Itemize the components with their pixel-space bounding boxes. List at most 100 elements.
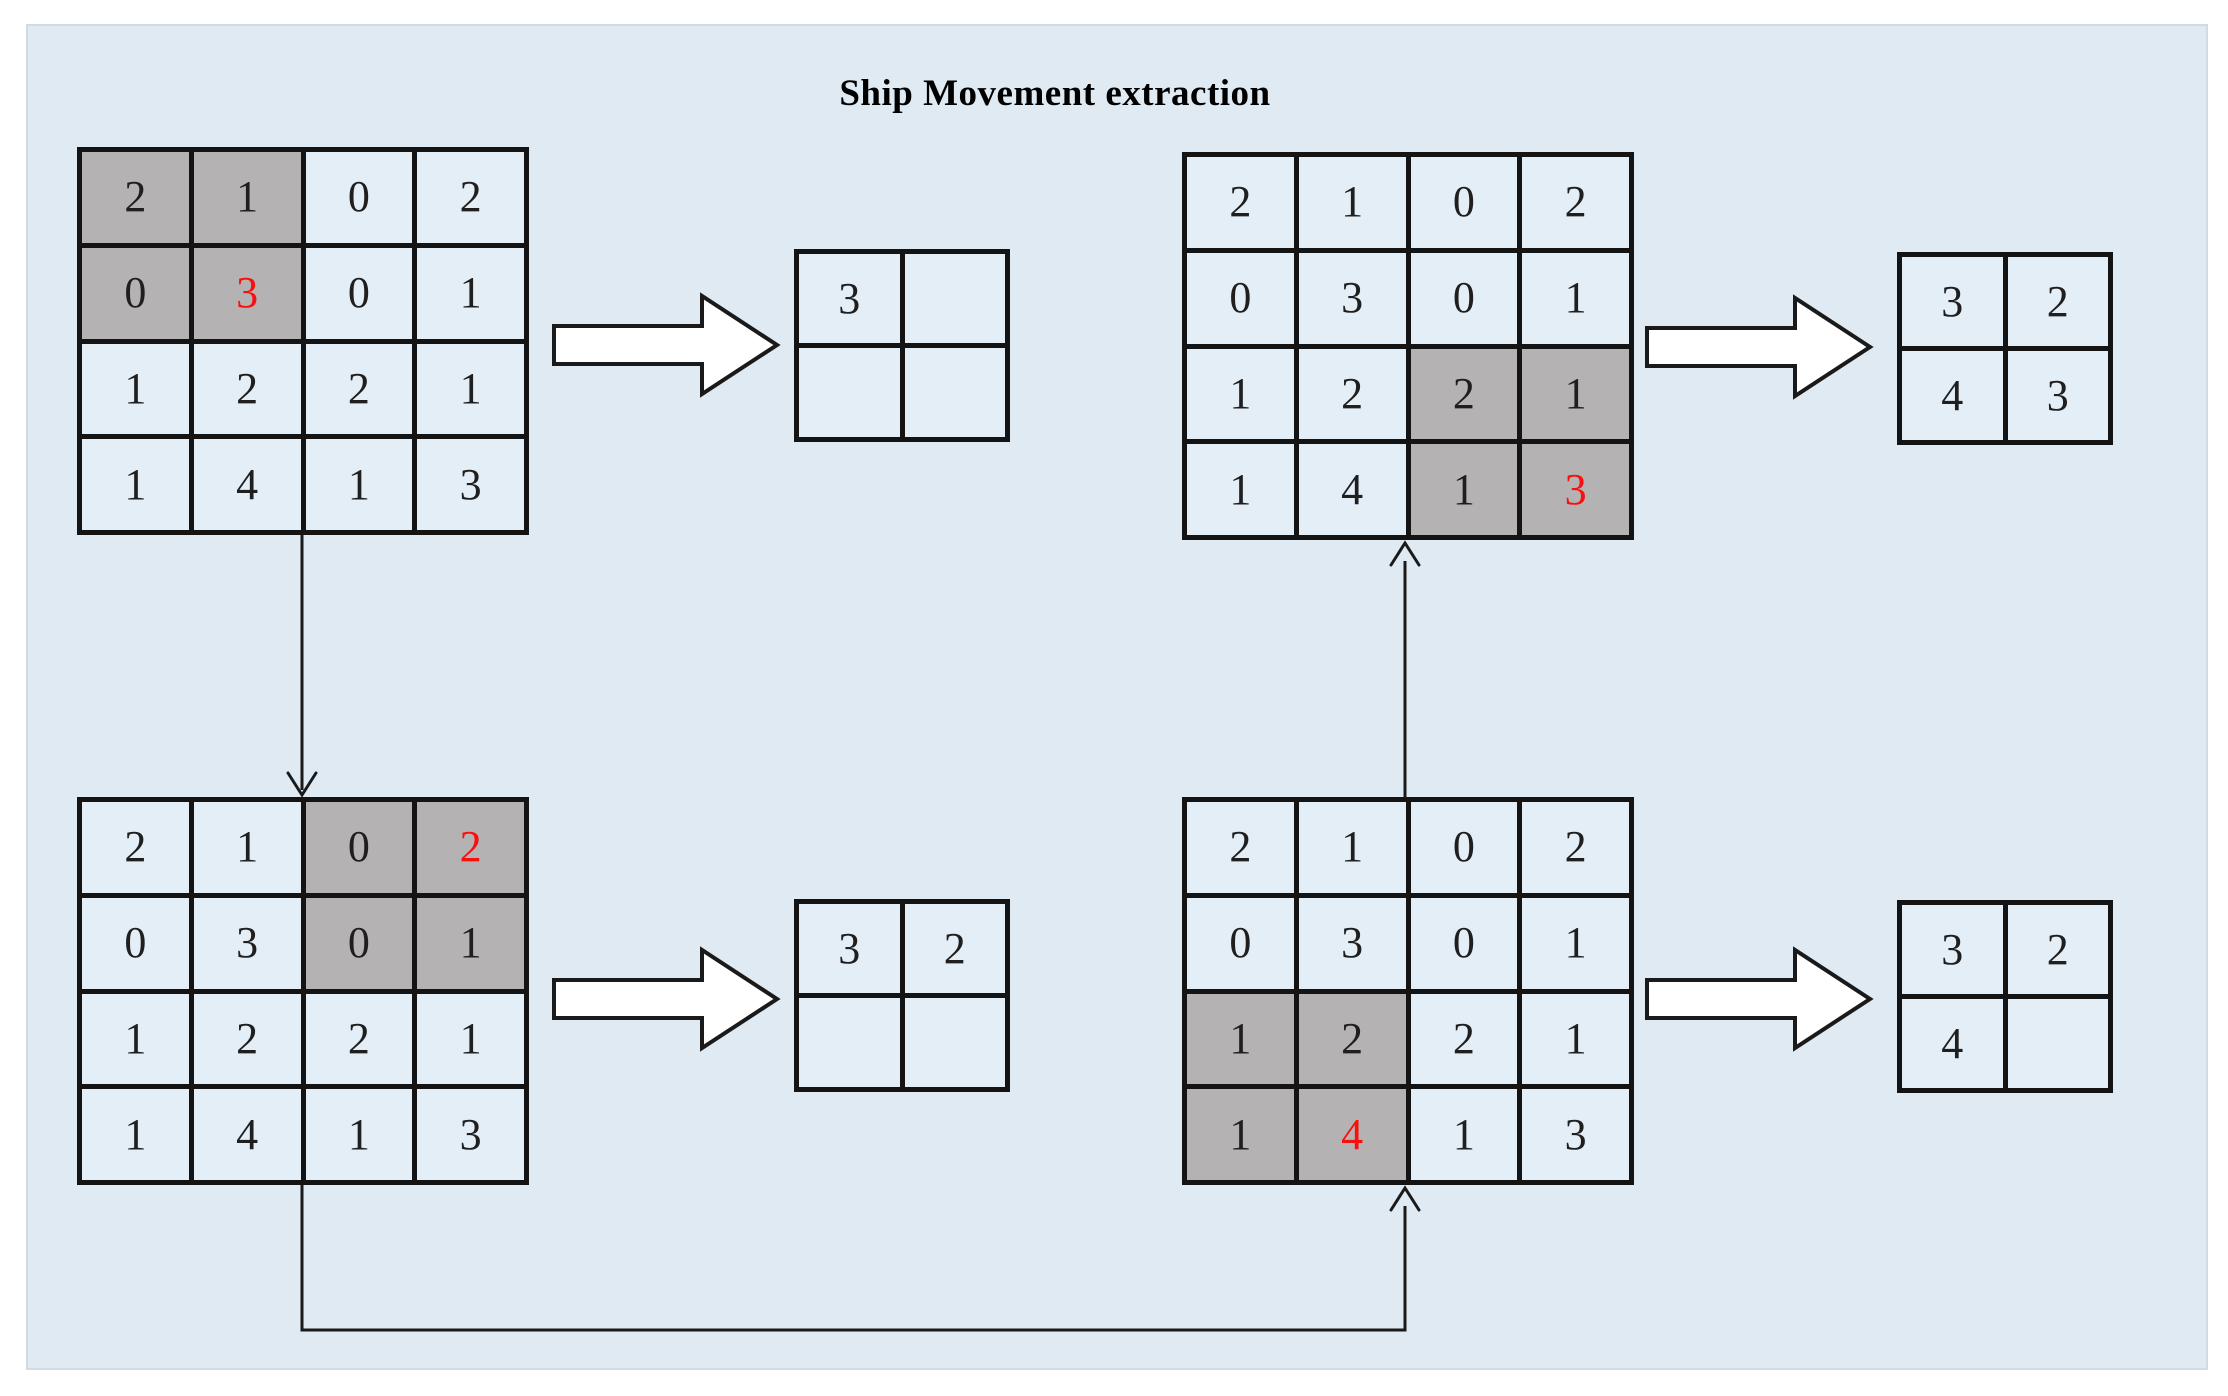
grid-cell: 2 <box>82 802 189 893</box>
grid-cell: 0 <box>305 152 413 243</box>
grid-cell: 2 <box>305 343 413 435</box>
grid-cell: 1 <box>1522 252 1629 344</box>
grid-cell: 1 <box>1187 348 1294 440</box>
arrow-down-icon <box>286 771 318 798</box>
grid-cell: 1 <box>417 993 524 1085</box>
grid-cell: 2 <box>1410 348 1518 440</box>
grid-cell: 0 <box>82 897 189 989</box>
arrow-up-icon <box>1389 1185 1421 1212</box>
grid-cell: 2 <box>904 904 1005 993</box>
matrix-top-left-output: 3 <box>794 249 1010 442</box>
grid-cell: 0 <box>305 247 413 339</box>
grid-cell: 3 <box>417 1089 524 1180</box>
arrow-up-icon <box>1389 540 1421 567</box>
grid-cell: 4 <box>1298 1089 1406 1180</box>
grid-cell: 2 <box>417 802 524 893</box>
grid-cell: 3 <box>1298 897 1406 989</box>
grid-cell: 0 <box>1410 157 1518 248</box>
grid-cell: 3 <box>1902 257 2003 346</box>
grid-cell: 3 <box>799 254 900 343</box>
grid-cell: 2 <box>193 343 301 435</box>
grid-cell: 2 <box>1298 348 1406 440</box>
grid-cell: 1 <box>1522 993 1629 1085</box>
grid-cell: 0 <box>305 897 413 989</box>
grid-cell: 0 <box>305 802 413 893</box>
grid-cell: 2 <box>1187 802 1294 893</box>
grid-cell: 0 <box>1410 897 1518 989</box>
grid-cell: 1 <box>1298 157 1406 248</box>
grid-cell: 2 <box>417 152 524 243</box>
grid-cell: 3 <box>2007 351 2108 440</box>
grid-cell: 3 <box>417 439 524 530</box>
grid-cell <box>799 348 900 437</box>
grid-cell: 1 <box>1522 897 1629 989</box>
grid-cell: 2 <box>1522 157 1629 248</box>
grid-cell: 1 <box>82 993 189 1085</box>
grid-cell: 0 <box>1187 897 1294 989</box>
grid-cell: 3 <box>193 897 301 989</box>
grid-cell: 1 <box>82 439 189 530</box>
grid-cell: 3 <box>1298 252 1406 344</box>
grid-cell: 1 <box>82 343 189 435</box>
diagram-title: Ship Movement extraction <box>839 73 1271 114</box>
grid-cell: 1 <box>417 897 524 989</box>
grid-cell: 1 <box>1522 348 1629 440</box>
grid-cell: 3 <box>1522 1089 1629 1180</box>
grid-cell: 2 <box>1187 157 1294 248</box>
grid-cell: 1 <box>193 152 301 243</box>
grid-cell: 2 <box>1410 993 1518 1085</box>
grid-cell: 1 <box>1410 444 1518 535</box>
grid-cell <box>904 348 1005 437</box>
grid-cell: 1 <box>417 247 524 339</box>
grid-cell: 2 <box>305 993 413 1085</box>
grid-cell: 4 <box>193 439 301 530</box>
connector-bottomright-to-topright <box>1389 540 1421 797</box>
grid-cell <box>799 998 900 1087</box>
grid-cell: 1 <box>1187 1089 1294 1180</box>
arrow-right-icon <box>552 946 781 1052</box>
arrow-right-icon <box>552 292 781 398</box>
grid-cell: 0 <box>1410 252 1518 344</box>
grid-cell: 1 <box>305 439 413 530</box>
grid-cell: 2 <box>1522 802 1629 893</box>
grid-cell: 1 <box>193 802 301 893</box>
connector-bottomleft-to-bottomright <box>300 1185 1421 1332</box>
grid-cell: 1 <box>1187 444 1294 535</box>
grid-cell: 2 <box>1298 993 1406 1085</box>
grid-cell: 3 <box>1522 444 1629 535</box>
grid-cell: 2 <box>2007 257 2108 346</box>
connector-topleft-to-bottomleft <box>286 535 318 798</box>
grid-cell: 3 <box>799 904 900 993</box>
arrow-right-icon <box>1645 946 1874 1052</box>
grid-cell <box>904 254 1005 343</box>
grid-cell: 0 <box>82 247 189 339</box>
grid-cell: 4 <box>1298 444 1406 535</box>
grid-cell: 1 <box>305 1089 413 1180</box>
grid-cell: 1 <box>417 343 524 435</box>
grid-cell: 1 <box>82 1089 189 1180</box>
grid-cell: 4 <box>1902 351 2003 440</box>
grid-cell: 4 <box>1902 999 2003 1088</box>
grid-cell <box>2007 999 2108 1088</box>
grid-cell: 0 <box>1187 252 1294 344</box>
grid-cell: 3 <box>193 247 301 339</box>
grid-cell: 1 <box>1298 802 1406 893</box>
grid-cell: 2 <box>82 152 189 243</box>
grid-cell: 3 <box>1902 905 2003 994</box>
grid-cell: 2 <box>2007 905 2108 994</box>
grid-cell: 2 <box>193 993 301 1085</box>
grid-cell: 0 <box>1410 802 1518 893</box>
grid-cell: 1 <box>1187 993 1294 1085</box>
grid-cell: 4 <box>193 1089 301 1180</box>
grid-cell: 1 <box>1410 1089 1518 1180</box>
grid-cell <box>904 998 1005 1087</box>
